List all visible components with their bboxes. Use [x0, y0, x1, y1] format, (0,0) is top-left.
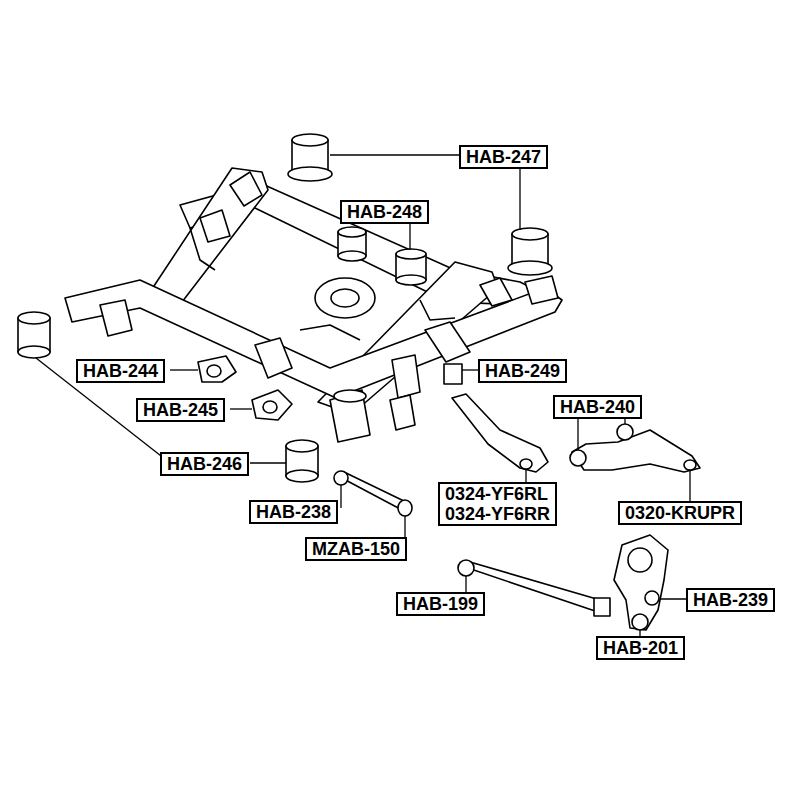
part-number-box: 0324-YF6RL0324-YF6RR	[438, 482, 557, 526]
part-number: HAB-199	[403, 594, 478, 614]
part-number-box: HAB-239	[686, 588, 775, 612]
part-number-box: HAB-245	[136, 398, 225, 422]
part-number-box: 0320-KRUPR	[618, 501, 742, 525]
part-number: MZAB-150	[312, 539, 400, 559]
part-number: HAB-244	[83, 361, 158, 381]
part-number-box: HAB-199	[396, 592, 485, 616]
part-number: 0324-YF6RR	[445, 504, 550, 524]
part-number: HAB-248	[347, 202, 422, 222]
part-number-box: HAB-246	[160, 452, 249, 476]
part-number-box: MZAB-150	[305, 537, 407, 561]
part-number-box: HAB-249	[478, 359, 567, 383]
part-number: HAB-238	[256, 502, 331, 522]
part-number: HAB-245	[143, 400, 218, 420]
part-number-box: HAB-201	[596, 636, 685, 660]
part-number: HAB-247	[466, 147, 541, 167]
part-number: HAB-240	[560, 397, 635, 417]
part-number: 0320-KRUPR	[625, 503, 735, 523]
part-number-box: HAB-247	[459, 145, 548, 169]
part-number-box: HAB-240	[553, 395, 642, 419]
part-number-box: HAB-238	[249, 500, 338, 524]
part-number: HAB-249	[485, 361, 560, 381]
subframe	[65, 168, 562, 442]
part-number-box: HAB-248	[340, 200, 429, 224]
bushing-parts	[18, 134, 552, 482]
part-number: HAB-239	[693, 590, 768, 610]
part-number: HAB-246	[167, 454, 242, 474]
leader-lines	[36, 155, 695, 645]
part-number-box: HAB-244	[76, 359, 165, 383]
part-number: 0324-YF6RL	[445, 484, 550, 504]
part-number: HAB-201	[603, 638, 678, 658]
